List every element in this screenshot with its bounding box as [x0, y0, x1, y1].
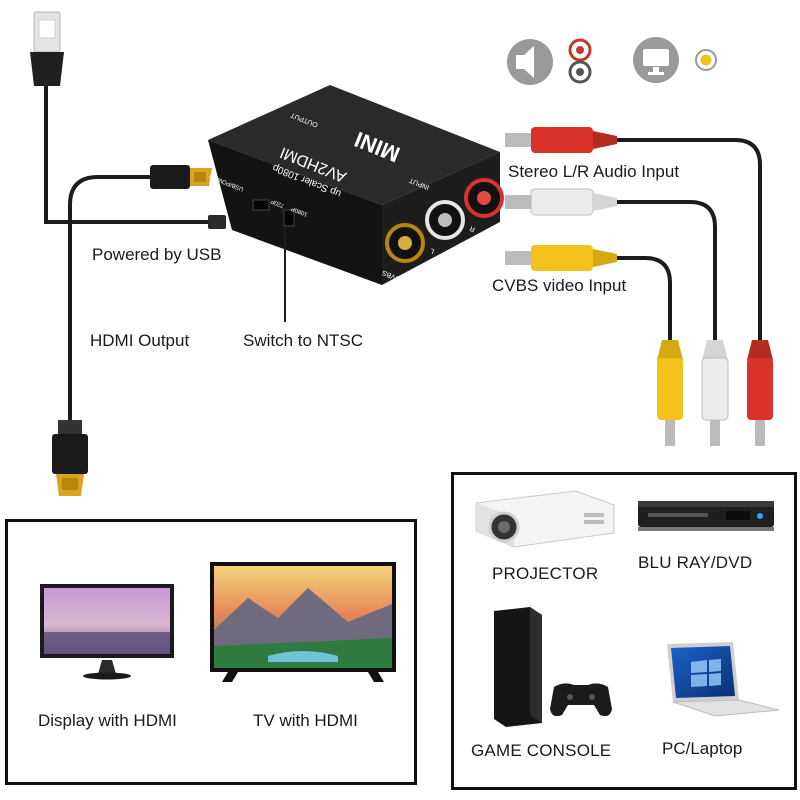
monitor-device-icon — [40, 584, 174, 680]
label-cvbs-video-input: CVBS video Input — [492, 276, 627, 295]
rca-plug-red-down — [747, 340, 773, 446]
device-jack-r: R — [469, 224, 476, 232]
rca-plug-white-down — [701, 340, 729, 446]
label-switch-to-ntsc: Switch to NTSC — [243, 331, 363, 350]
monitor-icon — [633, 37, 679, 83]
projector-device-icon — [475, 490, 615, 548]
laptop-device-icon — [667, 642, 780, 717]
input-label-game-console: GAME CONSOLE — [471, 741, 612, 760]
input-label-bluray: BLU RAY/DVD — [638, 553, 753, 572]
rca-plug-yellow-down — [657, 340, 683, 446]
speaker-icon — [507, 39, 553, 85]
output-label-tv: TV with HDMI — [253, 711, 358, 730]
device-jack-l: L — [429, 246, 435, 254]
game-console-device-icon — [494, 607, 612, 727]
rca-plug-white — [505, 188, 617, 216]
hdmi-cable — [52, 165, 212, 496]
rca-plug-yellow — [505, 245, 617, 271]
tv-device-icon — [210, 562, 396, 682]
bluray-device-icon — [638, 501, 774, 531]
rca-plug-red — [505, 127, 617, 153]
converter-device — [208, 85, 504, 285]
input-label-projector: PROJECTOR — [492, 564, 599, 583]
audio-jack-icon — [568, 38, 592, 84]
usb-cable — [30, 11, 226, 229]
output-label-display: Display with HDMI — [38, 711, 177, 730]
label-powered-by-usb: Powered by USB — [92, 245, 222, 264]
rca-cables — [505, 127, 773, 446]
output-devices-box: Display with HDMI TV with HDMI — [5, 519, 417, 785]
device-switch-720: 720P — [270, 198, 285, 209]
video-jack-icon — [695, 49, 717, 71]
input-label-pc-laptop: PC/Laptop — [662, 739, 743, 758]
label-stereo-audio-input: Stereo L/R Audio Input — [508, 162, 680, 181]
label-hdmi-output: HDMI Output — [90, 331, 190, 350]
input-devices-box: PROJECTOR BLU RAY/DVD GAME CONSOLE PC/La… — [451, 472, 797, 790]
